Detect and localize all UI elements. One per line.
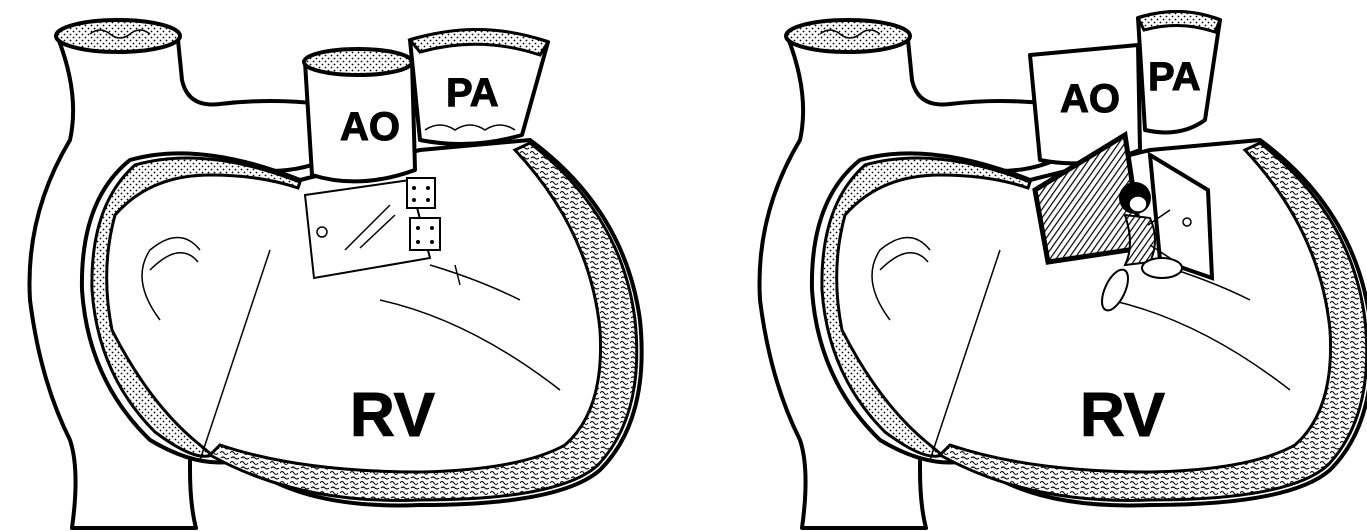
aorta-label: AO [1060,77,1120,121]
panel-left-closed-door: AO PA RV [30,20,642,528]
panel-right-open-door: AO PA RV [760,11,1367,528]
hinge-upper [407,178,435,208]
ventricle-label: RV [1080,381,1165,450]
vena-cava-opening [56,20,180,52]
pulmonary-artery-label: PA [446,71,499,115]
aorta-label: AO [340,105,400,149]
pulmonary-artery-label: PA [1148,55,1201,99]
hinge-lower [410,218,440,250]
ventricle-label: RV [350,381,435,450]
vena-cava-opening [786,20,910,52]
